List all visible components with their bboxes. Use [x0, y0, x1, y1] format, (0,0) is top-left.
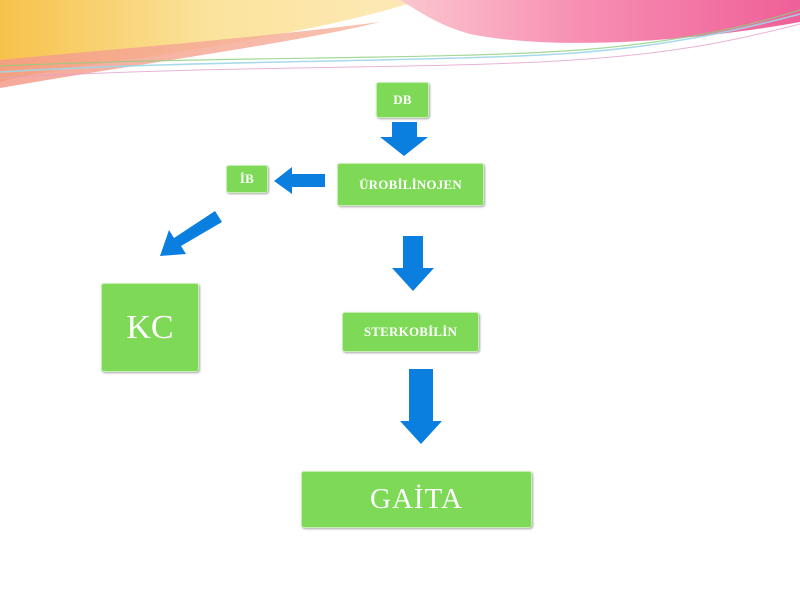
arrow-urobilinojen-to-ib [274, 167, 325, 194]
decorative-banner [0, 0, 800, 88]
node-sterkobilin: STERKOBİLİN [342, 312, 479, 352]
node-urobilinojen: ÜROBİLİNOJEN [337, 163, 484, 206]
node-kc: KC [101, 283, 199, 372]
arrow-sterkobilin-to-gaita [400, 369, 442, 444]
node-gaita: GAİTA [301, 471, 532, 528]
arrow-urobilinojen-to-sterkobilin [392, 236, 434, 291]
node-ib: İB [226, 165, 268, 193]
node-db: DB [376, 82, 429, 118]
arrow-ib-to-kc [160, 211, 222, 256]
arrow-db-to-urobilinojen [380, 122, 428, 156]
